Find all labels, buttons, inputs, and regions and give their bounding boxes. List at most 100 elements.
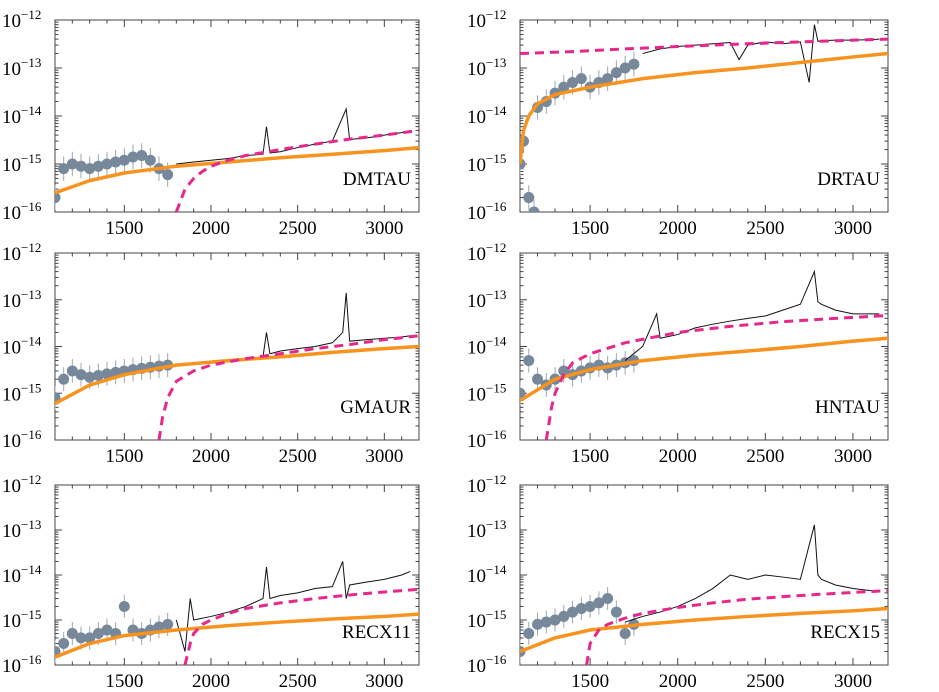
y-tick-label: 10−12 (2, 7, 41, 32)
data-point (127, 151, 139, 163)
data-point (610, 67, 622, 79)
y-tick-label: 10−16 (2, 427, 42, 452)
data-point (619, 62, 631, 74)
x-tick-label: 1500 (571, 671, 609, 692)
x-tick-label: 2000 (192, 218, 230, 239)
data-point (84, 163, 96, 175)
data-point (118, 600, 130, 612)
x-tick-label: 2000 (659, 446, 697, 467)
fit-line-orange (520, 51, 888, 165)
data-point (66, 628, 78, 640)
y-tick-label: 10−13 (467, 517, 506, 542)
y-tick-label: 10−12 (467, 7, 506, 32)
y-tick-label: 10−12 (467, 472, 506, 497)
fit-line-orange (55, 344, 419, 406)
x-tick-label: 2000 (659, 671, 697, 692)
data-point (549, 614, 561, 626)
data-point (58, 638, 70, 650)
x-tick-label: 3000 (365, 671, 403, 692)
y-tick-label: 10−16 (2, 652, 42, 677)
x-tick-label: 1500 (105, 446, 143, 467)
y-tick-label: 10−14 (467, 334, 507, 359)
x-tick-label: 3000 (834, 446, 872, 467)
spectrum-line (175, 561, 411, 652)
panel-name-label: RECX11 (342, 622, 411, 643)
y-tick-label: 10−15 (467, 607, 506, 632)
y-tick-label: 10−16 (467, 427, 507, 452)
y-tick-label: 10−15 (2, 607, 41, 632)
x-tick-label: 2000 (192, 446, 230, 467)
y-tick-label: 10−12 (467, 240, 506, 265)
y-tick-label: 10−14 (2, 103, 42, 128)
data-point (58, 163, 70, 175)
data-point (523, 192, 535, 204)
x-tick-label: 2000 (659, 218, 697, 239)
spectrum-line (624, 524, 880, 623)
data-point (593, 597, 605, 609)
data-point (532, 618, 544, 630)
x-tick-label: 1500 (571, 218, 609, 239)
x-tick-label: 1500 (571, 446, 609, 467)
y-tick-label: 10−14 (2, 562, 42, 587)
data-point (567, 76, 579, 88)
x-tick-label: 2500 (746, 446, 784, 467)
fit-line-magenta (183, 587, 419, 665)
data-point (584, 600, 596, 612)
x-tick-label: 1500 (105, 218, 143, 239)
x-tick-label: 1500 (105, 671, 143, 692)
panel-name-label: DRTAU (817, 169, 880, 190)
data-point (610, 606, 622, 618)
data-point (118, 154, 130, 166)
data-point (558, 365, 570, 377)
x-tick-label: 2500 (279, 446, 317, 467)
data-point (558, 610, 570, 622)
data-point (575, 603, 587, 615)
data-point (84, 632, 96, 644)
data-point (144, 154, 156, 166)
x-tick-label: 2000 (192, 671, 230, 692)
spectrum-line (624, 269, 880, 361)
panel-name-label: DMTAU (343, 169, 411, 190)
y-tick-label: 10−13 (467, 55, 506, 80)
y-tick-label: 10−15 (467, 380, 506, 405)
data-point (628, 58, 640, 70)
fit-line-orange (55, 612, 419, 659)
data-point (75, 160, 87, 172)
y-tick-label: 10−14 (2, 334, 42, 359)
data-point (84, 371, 96, 383)
data-point (75, 632, 87, 644)
y-tick-label: 10−16 (2, 199, 42, 224)
data-point (110, 156, 122, 168)
panel-name-label: HNTAU (815, 397, 880, 418)
data-point (619, 628, 631, 640)
data-point (101, 158, 113, 170)
y-tick-label: 10−12 (2, 472, 41, 497)
fit-line-magenta (174, 128, 419, 212)
data-point (101, 624, 113, 636)
y-tick-label: 10−13 (467, 287, 506, 312)
data-point (153, 621, 165, 633)
data-point (162, 618, 174, 630)
x-tick-label: 2500 (746, 671, 784, 692)
y-tick-label: 10−12 (2, 240, 41, 265)
data-point (602, 593, 614, 605)
data-point (602, 73, 614, 85)
data-point (575, 73, 587, 85)
data-point (567, 606, 579, 618)
data-point (558, 81, 570, 93)
fit-line-orange (520, 336, 888, 402)
y-tick-label: 10−13 (2, 517, 41, 542)
data-point (92, 160, 104, 172)
x-tick-label: 2500 (279, 218, 317, 239)
data-point (528, 206, 540, 212)
panel-name-label: GMAUR (340, 397, 411, 418)
data-point (92, 369, 104, 381)
y-tick-label: 10−15 (2, 380, 41, 405)
y-tick-label: 10−14 (467, 103, 507, 128)
y-tick-label: 10−15 (467, 151, 506, 176)
